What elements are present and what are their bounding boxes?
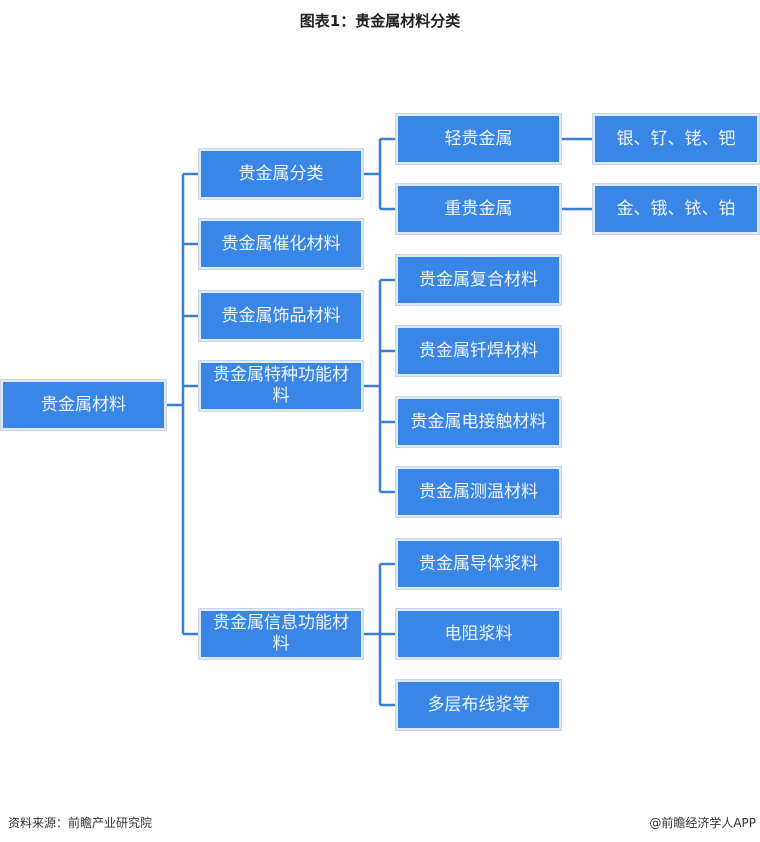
node-special-function: 贵金属特种功能材料 (199, 361, 363, 411)
node-conductor-paste: 贵金属导体浆料 (396, 539, 561, 589)
source-note: 资料来源：前瞻产业研究院 (8, 816, 153, 830)
node-heavy-precious: 重贵金属 (396, 184, 561, 234)
node-brazing: 贵金属钎焊材料 (396, 326, 561, 376)
node-classification: 贵金属分类 (199, 149, 363, 199)
credit-note: @前瞻经济学人APP (649, 816, 756, 830)
node-temperature: 贵金属测温材料 (396, 467, 561, 517)
node-light-precious: 轻贵金属 (396, 114, 561, 164)
node-resistor-paste: 电阻浆料 (396, 609, 561, 659)
node-heavy-members: 金、锇、铱、铂 (593, 184, 759, 234)
node-multilayer-paste: 多层布线浆等 (396, 680, 561, 730)
root-node: 贵金属材料 (1, 380, 166, 430)
node-electrical-contact: 贵金属电接触材料 (396, 397, 561, 447)
node-info-function: 贵金属信息功能材料 (199, 609, 363, 659)
figure-title: 图表1：贵金属材料分类 (299, 12, 461, 30)
node-catalytic: 贵金属催化材料 (199, 219, 363, 269)
node-light-members: 银、钌、铑、钯 (593, 114, 759, 164)
node-jewelry: 贵金属饰品材料 (199, 291, 363, 341)
node-composite: 贵金属复合材料 (396, 255, 561, 305)
